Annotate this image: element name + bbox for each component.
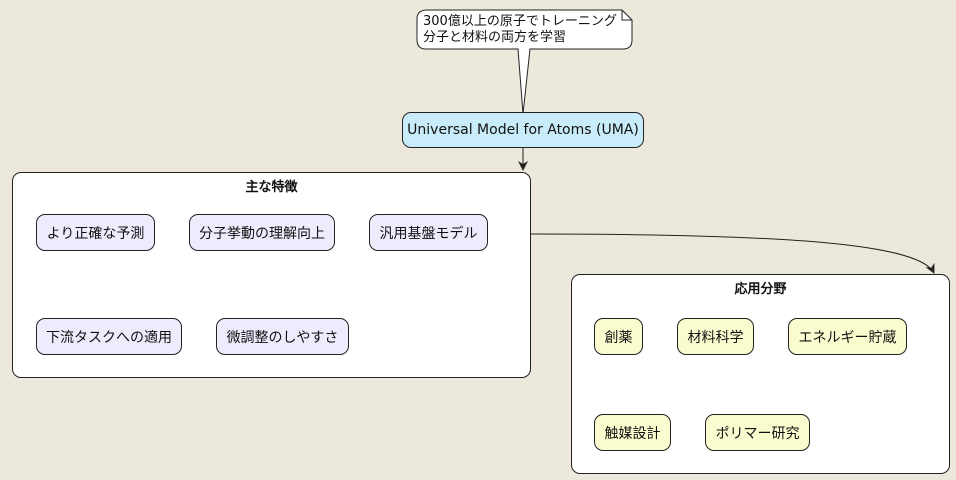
note-shape [416,9,633,115]
app-label: エネルギー貯蔵 [798,329,897,346]
note-line-2: 分子と材料の両方を学習 [423,30,567,45]
app-catalyst-design: 触媒設計 [594,414,671,451]
feature-label: 汎用基盤モデル [379,225,478,242]
feature-accurate-prediction: より正確な予測 [36,214,155,251]
feature-fine-tuning: 微調整のしやすさ [216,318,349,355]
note-line-1: 300億以上の原子でトレーニング [423,14,617,29]
uma-main-node-label: Universal Model for Atoms (UMA) [407,122,639,138]
feature-label: 下流タスクへの適用 [46,329,172,346]
feature-downstream-tasks: 下流タスクへの適用 [36,318,182,355]
app-energy-storage: エネルギー貯蔵 [788,318,907,355]
applications-group-title: 応用分野 [734,282,787,297]
app-label: 触媒設計 [604,425,661,442]
feature-label: 分子挙動の理解向上 [199,225,325,242]
app-label: 材料科学 [687,329,744,346]
edge-features-to-applications [530,233,935,274]
app-materials-science: 材料科学 [677,318,754,355]
uma-main-node: Universal Model for Atoms (UMA) [402,112,644,148]
app-label: 創薬 [604,329,633,346]
app-polymer-research: ポリマー研究 [705,414,810,451]
feature-label: より正確な予測 [46,225,145,242]
features-group-title: 主な特徴 [245,180,298,195]
note-fold [621,10,632,21]
app-label: ポリマー研究 [715,425,800,442]
feature-label: 微調整のしやすさ [226,329,339,346]
training-note: 300億以上の原子でトレーニング 分子と材料の両方を学習 [423,14,617,46]
app-drug-discovery: 創薬 [594,318,643,355]
feature-molecular-understanding: 分子挙動の理解向上 [189,214,335,251]
feature-foundation-model: 汎用基盤モデル [369,214,488,251]
